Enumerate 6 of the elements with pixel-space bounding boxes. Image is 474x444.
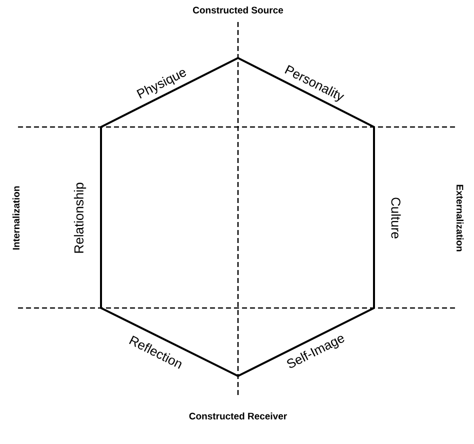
axis-label: Externalization xyxy=(456,184,464,252)
axis-label: Internalization xyxy=(12,186,20,250)
axis-label: Constructed Source xyxy=(193,6,284,14)
axis-label: Constructed Receiver xyxy=(189,412,287,420)
facet-label: Culture xyxy=(391,198,401,238)
facet-label: Relationship xyxy=(74,182,86,253)
